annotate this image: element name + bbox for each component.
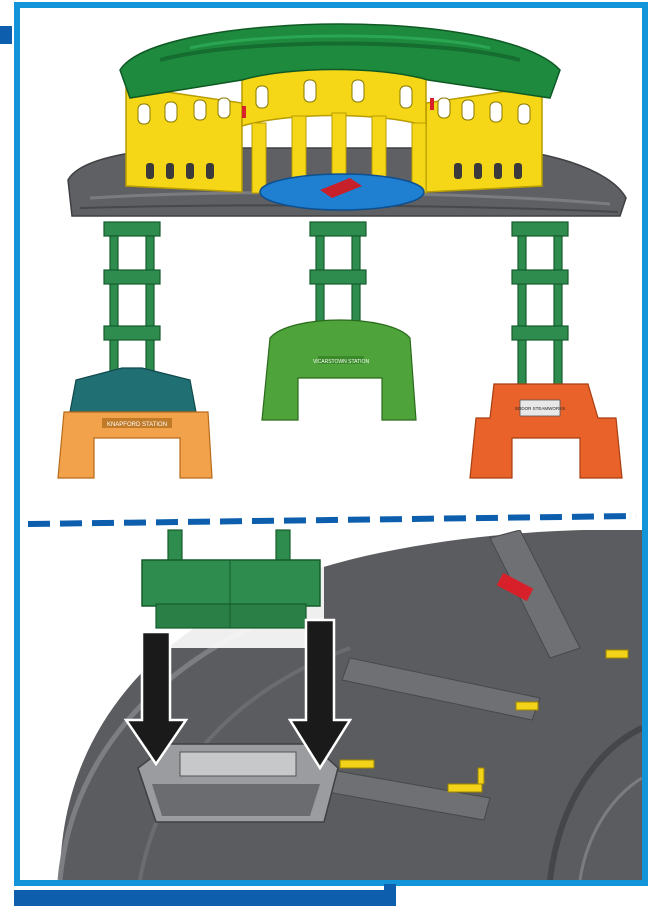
right-base-sign: SODOR STEAMWORKS <box>515 406 565 411</box>
right-support-column <box>512 222 568 386</box>
footer-accent-bar <box>14 890 396 906</box>
center-support-column <box>310 222 366 336</box>
instruction-figure: KNAPFORD STATION VICARSTOWN STATION SODO… <box>20 8 642 880</box>
detail-closeup-illustration <box>20 530 642 880</box>
assembled-playset-illustration: KNAPFORD STATION VICARSTOWN STATION SODO… <box>58 24 626 478</box>
left-station-base: KNAPFORD STATION <box>58 368 212 478</box>
right-station-base: SODOR STEAMWORKS <box>470 384 622 478</box>
center-base-sign: VICARSTOWN STATION <box>313 359 370 365</box>
panel-divider-dashed <box>28 516 636 524</box>
corner-accent-tab <box>0 26 12 44</box>
support-leg-piece <box>134 530 324 648</box>
left-base-sign: KNAPFORD STATION <box>107 422 167 428</box>
center-station-base: VICARSTOWN STATION <box>262 320 416 420</box>
footer-accent-tip <box>384 884 396 896</box>
left-support-column <box>104 222 160 386</box>
instruction-figure-frame: KNAPFORD STATION VICARSTOWN STATION SODO… <box>14 2 648 886</box>
